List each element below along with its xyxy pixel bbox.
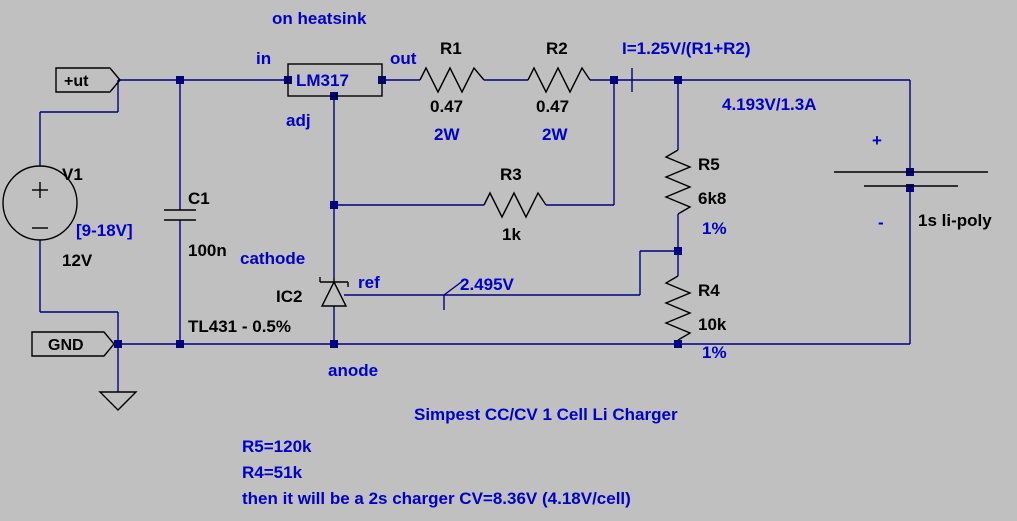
r4-tolerance: 1% [702,343,727,362]
r5-resistor[interactable] [664,149,692,215]
current-formula: I=1.25V/(R1+R2) [622,39,751,58]
net-label-ut: +ut [64,73,89,90]
r1-value: 0.47 [430,97,463,116]
schematic-title: Simpest CC/CV 1 Cell Li Charger [414,405,678,424]
r2-power: 2W [542,125,568,144]
note-line-1: R5=120k [242,437,312,456]
note-line-2: R4=51k [242,463,303,482]
lm317-label: LM317 [296,71,349,90]
v1-range: [9-18V] [76,221,133,240]
annotations: on heatsink in out adj R1 0.47 2W R2 0.4… [62,9,992,508]
pin-in-label: in [256,49,271,68]
c1-capacitor[interactable] [164,209,196,221]
cathode-label: cathode [240,249,305,268]
pin-out-label: out [390,49,417,68]
net-flag-ut[interactable]: +ut [55,67,121,93]
heatsink-note: on heatsink [272,9,367,28]
r3-resistor[interactable] [483,191,547,219]
ic2-name: IC2 [276,287,302,306]
battery-name: 1s li-poly [918,211,992,230]
pin-adj-label: adj [286,111,311,130]
ref-voltage: 2.495V [460,275,515,294]
r3-name: R3 [500,165,522,184]
output-spec: 4.193V/1.3A [722,95,817,114]
tl431-ic[interactable] [319,277,349,307]
ref-label: ref [358,273,380,292]
r5-value: 6k8 [698,189,726,208]
r5-name: R5 [698,155,720,174]
r2-name: R2 [546,39,568,58]
net-flag-gnd[interactable]: GND [31,331,115,357]
v1-value: 12V [62,251,93,270]
r2-value: 0.47 [536,97,569,116]
junction-dots [114,76,914,348]
wires [39,68,911,392]
net-label-gnd: GND [48,337,84,354]
lm317-regulator[interactable]: LM317 [287,63,383,97]
anode-label: anode [328,361,378,380]
r4-name: R4 [698,281,720,300]
r5-tolerance: 1% [702,219,727,238]
v1-source[interactable] [2,165,78,241]
battery-plus: + [872,131,882,150]
r4-value: 10k [698,315,727,334]
r1-resistor[interactable] [419,66,485,94]
r1-power: 2W [434,125,460,144]
c1-value: 100n [188,241,227,260]
v1-name: V1 [62,165,83,184]
r3-value: 1k [502,225,521,244]
r1-name: R1 [440,39,462,58]
battery-minus: - [878,213,884,232]
r2-resistor[interactable] [527,66,591,94]
ground-icon [98,391,138,411]
battery-cell[interactable] [834,171,988,187]
c1-name: C1 [188,189,210,208]
r4-resistor[interactable] [664,275,692,341]
ic2-value: TL431 - 0.5% [188,317,291,336]
note-line-3: then it will be a 2s charger CV=8.36V (4… [242,489,631,508]
